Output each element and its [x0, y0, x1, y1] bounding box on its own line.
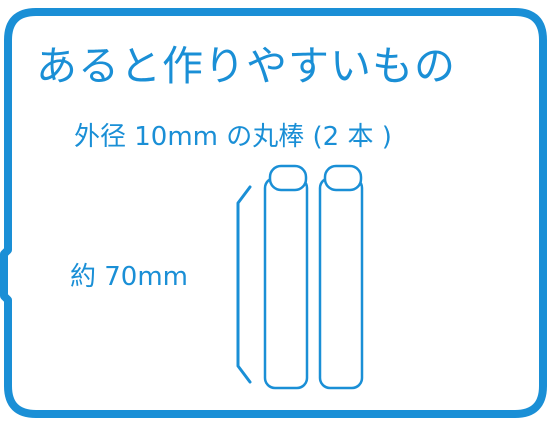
round-rod-icon [318, 164, 364, 390]
bubble-outline [0, 8, 547, 418]
item-description: 外径 10mm の丸棒 (2 本 ) [74, 122, 392, 152]
round-rod-icon [263, 164, 309, 390]
page-title: あると作りやすいもの [36, 42, 456, 90]
dimension-bracket-icon [236, 185, 252, 384]
length-label: 約 70mm [70, 262, 189, 292]
